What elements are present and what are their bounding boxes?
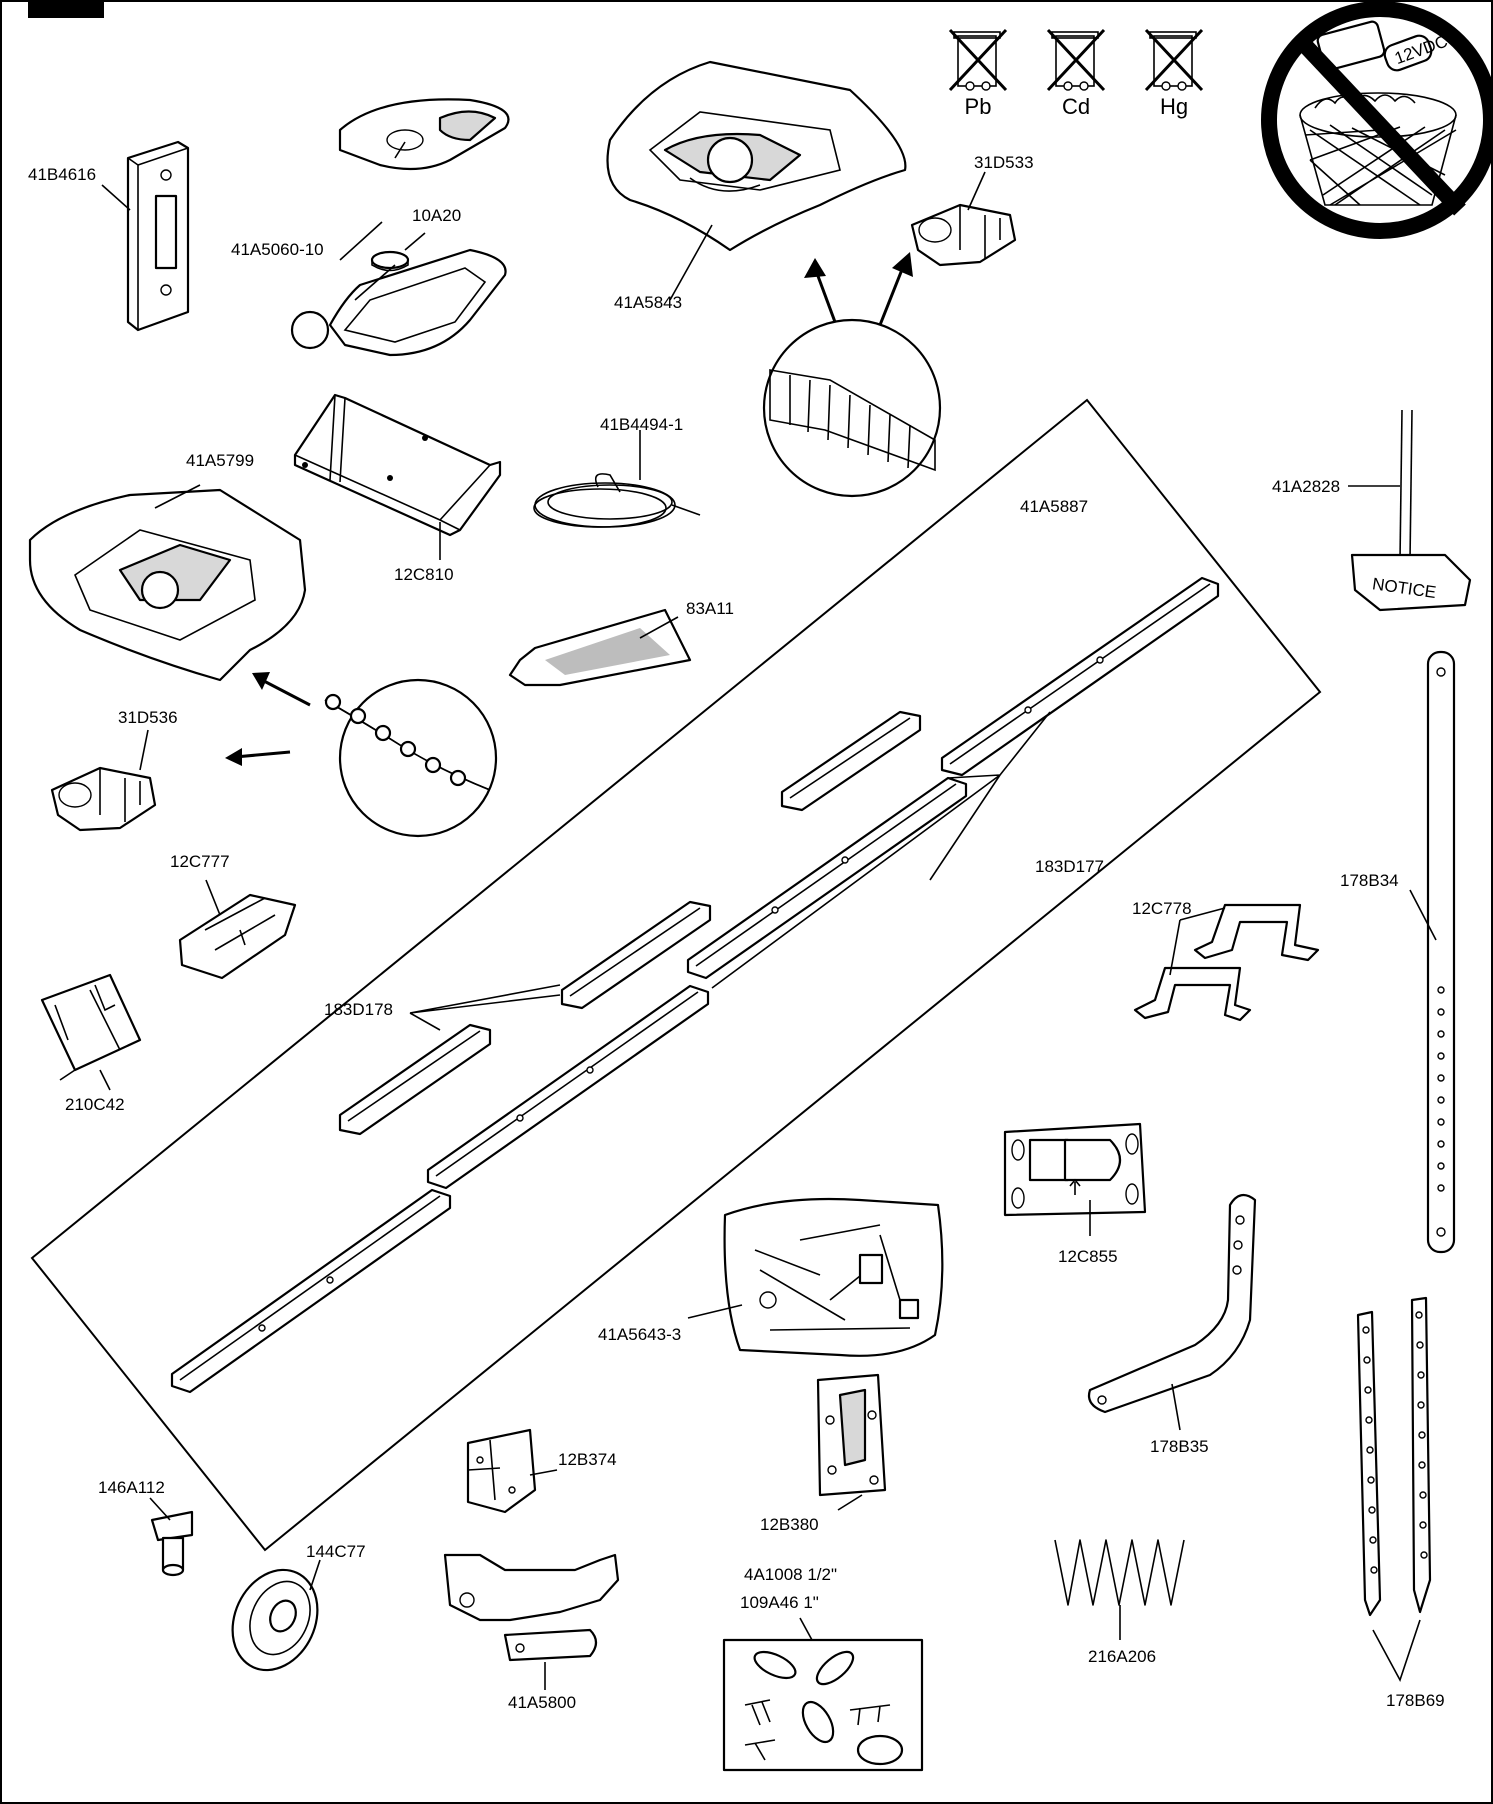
label-41A5887: 41A5887 [1020,497,1088,516]
label-41A5843: 41A5843 [614,293,682,312]
part-12C777-clip [178,879,297,980]
label-12B380: 12B380 [760,1515,819,1534]
label-41A5060-10: 41A5060-10 [231,240,324,259]
arrow-icon [878,252,913,326]
label-41A5799: 41A5799 [186,451,254,470]
label-4A1008: 4A1008 1/2" [744,1565,837,1584]
label-216A206: 216A206 [1088,1647,1156,1666]
label-12C778: 12C778 [1132,899,1192,918]
part-210C42-bracket [40,973,142,1091]
part-12C778-brackets [1133,903,1320,1022]
cd-label: Cd [1062,94,1090,119]
crossed-bin-icon: Hg [1144,28,1204,119]
part-41A5799-carriage [28,484,307,682]
part-41A5060-10-remote [290,98,510,357]
part-31D536-cover [50,729,157,832]
label-83A11: 83A11 [686,599,734,618]
part-41A5843-carriage [606,60,907,301]
label-12C777: 12C777 [170,852,230,871]
part-178B34-bar [1409,650,1456,1254]
part-31D533-cover [910,171,1017,267]
part-146A112-bolt [149,1497,194,1577]
hg-label: Hg [1160,94,1188,119]
label-31D533: 31D533 [974,153,1034,172]
label-41A5800: 41A5800 [508,1693,576,1712]
part-41B4494-1-wire [533,430,701,528]
label-41A2828: 41A2828 [1272,477,1340,496]
part-41A5800-trolley [443,1553,620,1690]
rail-section-4 [170,1188,452,1394]
part-178B69-strips [1356,1296,1432,1683]
label-31D536: 31D536 [118,708,178,727]
no-battery-trash-icon: 12VDC [1261,1,1493,239]
label-183D177: 183D177 [1035,857,1104,876]
label-41B4494-1: 41B4494-1 [600,415,683,434]
part-12C810-bracket [293,393,502,560]
rail-assembly-frame [30,398,1322,1552]
part-178B35-curved-arm [1087,1193,1257,1431]
part-41A2828-notice-sign: NOTICE [1348,409,1472,612]
label-12C810: 12C810 [394,565,454,584]
label-10A20: 10A20 [412,206,461,225]
label-183D178: 183D178 [324,1000,393,1019]
chain-detail-magnifier [324,678,498,838]
label-41A5643-3: 41A5643-3 [598,1325,681,1344]
label-41B4616: 41B4616 [28,165,96,184]
rail-splice-2 [560,900,712,1010]
label-178B34: 178B34 [1340,871,1399,890]
rail-splice-3 [338,1023,492,1136]
label-12B374: 12B374 [558,1450,617,1469]
part-12B380-plate [816,1373,887,1511]
part-12B374-bracket [466,1428,558,1514]
rail-section-3 [426,984,710,1190]
belt-detail-magnifier [762,318,942,498]
part-83A11-grease-packet [508,608,692,687]
label-109A46: 109A46 1" [740,1593,819,1612]
part-12C855-plate [1003,1122,1147,1236]
part-41A5643-3-hardware-bag [687,1197,944,1357]
pb-label: Pb [965,94,992,119]
crossed-bin-icon: Cd [1046,28,1106,119]
part-fasteners-box [722,1617,924,1772]
label-210C42: 210C42 [65,1095,125,1114]
page-tab-marker [28,0,104,18]
label-178B35: 178B35 [1150,1437,1209,1456]
part-216A206-spring [1054,1539,1185,1640]
label-144C77: 144C77 [306,1542,366,1561]
arrow-icon [804,258,837,323]
arrow-icon [225,748,291,766]
rail-splice-1 [780,710,922,812]
part-41B4616-door-control [101,140,190,332]
crossed-bin-icon: Pb [948,28,1008,119]
arrow-icon [252,672,311,707]
label-178B69: 178B69 [1386,1691,1445,1710]
label-12C855: 12C855 [1058,1247,1118,1266]
rail-section-1 [940,576,1220,777]
part-144C77-pulley [231,1559,321,1672]
label-146A112: 146A112 [98,1478,165,1497]
